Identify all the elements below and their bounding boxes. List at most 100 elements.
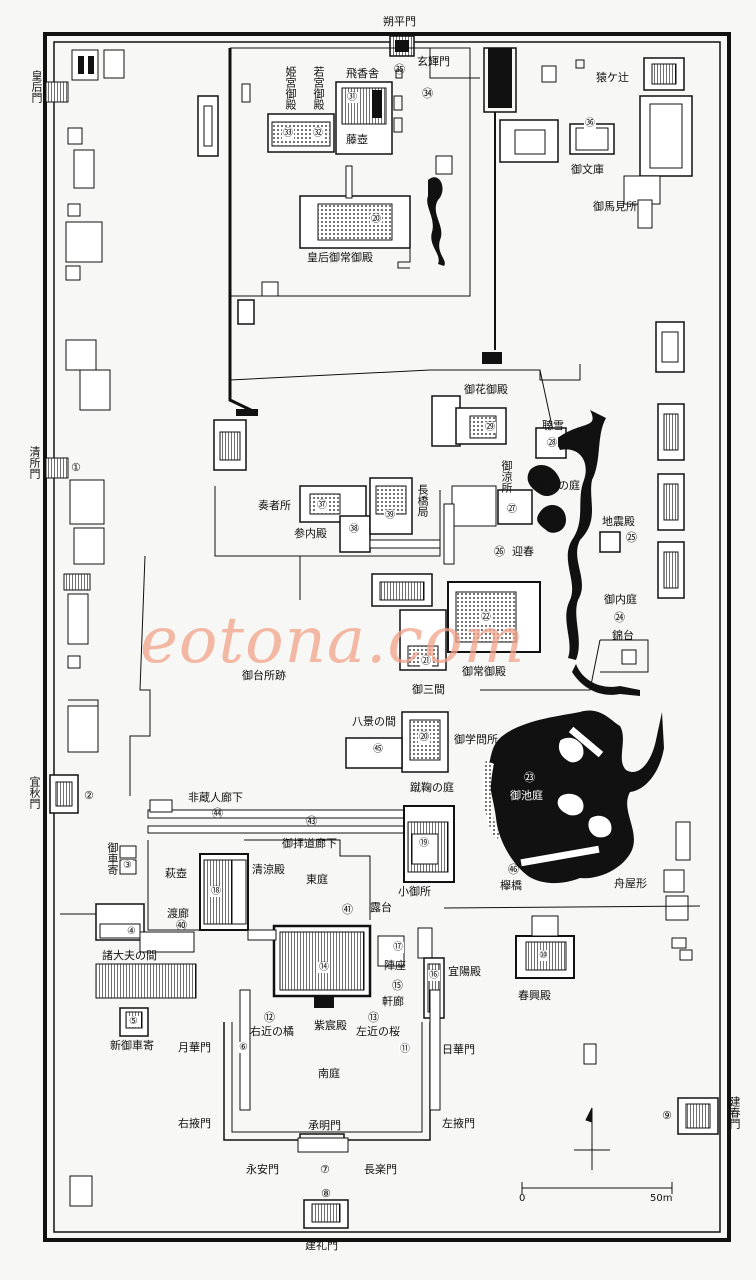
label-obunko: 御文庫 xyxy=(571,163,604,176)
label-jishin: 地震殿 xyxy=(602,515,635,528)
marker-1: ① xyxy=(71,461,81,474)
marker-6: ⑥ xyxy=(238,1042,249,1053)
label-fujitsubo: 藤壺 xyxy=(346,133,368,146)
marker-3: ③ xyxy=(122,860,133,871)
marker-16: ⑯ xyxy=(428,970,440,981)
marker-13: ⑬ xyxy=(368,1011,379,1024)
label-shodaibu: 諸大夫の間 xyxy=(102,949,157,962)
marker-24: ㉔ xyxy=(614,611,625,624)
label-ohana: 御花御殿 xyxy=(464,383,508,396)
label-oryo: 御涼所 xyxy=(500,460,513,493)
gate-north: 朔平門 xyxy=(383,15,416,28)
marker-23: ㉓ xyxy=(524,771,535,784)
scale-zero: 0 xyxy=(519,1193,526,1204)
label-shin-okuruma: 新御車寄 xyxy=(110,1039,154,1052)
label-seiryoden: 清涼殿 xyxy=(252,863,285,876)
label-ukon: 右近の橘 xyxy=(250,1025,294,1038)
label-funeyagata: 舟屋形 xyxy=(614,877,647,890)
marker-8: ⑧ xyxy=(321,1187,331,1200)
marker-33: ㉝ xyxy=(282,128,294,139)
marker-22: ㉒ xyxy=(480,612,492,623)
label-kemari: 蹴鞠の庭 xyxy=(410,781,454,794)
marker-25: ㉕ xyxy=(626,531,637,544)
label-kogo-tsune: 皇后御常御殿 xyxy=(307,251,373,264)
label-ogakumon: 御学問所 xyxy=(454,733,498,746)
gate-eian: 永安門 xyxy=(246,1163,279,1176)
marker-11: ⑪ xyxy=(399,1044,411,1055)
marker-12: ⑫ xyxy=(264,1011,275,1024)
gate-kogo: 皇后門 xyxy=(30,70,43,103)
marker-34: ㉞ xyxy=(422,87,433,100)
label-shishinden: 紫宸殿 xyxy=(314,1019,347,1032)
label-ochitei: 御池庭 xyxy=(510,789,543,802)
label-odaidokoro: 御台所跡 xyxy=(242,669,286,682)
label-jinza: 陣座 xyxy=(384,959,406,972)
label-nantei: 南庭 xyxy=(318,1067,340,1080)
label-ryusen: 竜泉の庭 xyxy=(536,479,580,492)
marker-37: ㊲ xyxy=(316,500,328,511)
marker-41: ㊶ xyxy=(342,903,353,916)
marker-9: ⑨ xyxy=(662,1109,672,1122)
label-hagitsubo: 萩壺 xyxy=(165,867,187,880)
label-ohaimichi: 御拝道廊下 xyxy=(282,837,337,850)
marker-20-upper: ⑳ xyxy=(370,214,382,225)
marker-40: ㊵ xyxy=(176,919,187,932)
label-wakamiya: 若宮御殿 xyxy=(312,66,325,110)
marker-19: ⑲ xyxy=(418,838,430,849)
label-sarugatsuji: 猿ケ辻 xyxy=(596,71,629,84)
marker-20-lower: ⑳ xyxy=(418,732,430,743)
gate-ukaku: 右掖門 xyxy=(178,1117,211,1130)
gate-seisho: 清所門 xyxy=(28,446,41,479)
marker-46: ㊻ xyxy=(508,863,519,876)
marker-44: ㊹ xyxy=(212,807,223,820)
gate-gishu: 宜秋門 xyxy=(28,776,41,809)
label-hakkei: 八景の間 xyxy=(352,715,396,728)
label-shunkoden: 春興殿 xyxy=(518,989,551,1002)
label-higyosha: 飛香舎 xyxy=(346,67,379,80)
marker-35: ㉟ xyxy=(394,63,405,76)
marker-10: ⑩ xyxy=(538,950,549,961)
gate-kenrei: 建礼門 xyxy=(305,1239,338,1252)
scale-bar xyxy=(521,1182,673,1194)
marker-17: ⑰ xyxy=(392,942,404,953)
marker-21: ㉑ xyxy=(420,656,432,667)
marker-7: ⑦ xyxy=(320,1163,330,1176)
watermark: eotona.com xyxy=(140,604,526,678)
label-sakon: 左近の桜 xyxy=(356,1025,400,1038)
marker-38: ㊳ xyxy=(348,524,360,535)
marker-43: ㊸ xyxy=(306,815,317,828)
scale-fifty: 50m xyxy=(650,1193,673,1204)
outer-wall xyxy=(43,32,731,1242)
label-sannai: 参内殿 xyxy=(294,527,327,540)
label-higashiniwa: 東庭 xyxy=(306,873,328,886)
label-keyaki: 欅橋 xyxy=(500,879,522,892)
marker-5: ⑤ xyxy=(128,1016,139,1027)
label-watarirou: 渡廊 xyxy=(167,907,189,920)
label-nagahashi: 長橋局 xyxy=(416,484,429,517)
marker-31: ㉛ xyxy=(346,92,358,103)
label-sosha: 奏者所 xyxy=(258,499,291,512)
label-kenro: 軒廊 xyxy=(382,995,404,1008)
gate-sakaku: 左掖門 xyxy=(442,1117,475,1130)
label-rodai: 露台 xyxy=(370,901,392,914)
label-kogosho: 小御所 xyxy=(398,885,431,898)
gate-choraku: 長楽門 xyxy=(364,1163,397,1176)
marker-14: ⑭ xyxy=(318,962,330,973)
label-okuruma: 御車寄 xyxy=(106,842,119,875)
marker-2: ② xyxy=(84,789,94,802)
gate-kenshun: 建春門 xyxy=(728,1096,741,1129)
gate-shomei: 承明門 xyxy=(308,1119,341,1132)
marker-28: ㉘ xyxy=(546,438,558,449)
kogo-gate xyxy=(45,81,69,103)
label-osanma: 御三間 xyxy=(412,683,445,696)
label-geishun: 迎春 xyxy=(512,545,534,558)
marker-39: ㊴ xyxy=(384,510,396,521)
gate-gekka: 月華門 xyxy=(178,1041,211,1054)
label-onaitei: 御内庭 xyxy=(604,593,637,606)
hikurando-corridor xyxy=(147,809,421,819)
marker-36: ㊱ xyxy=(584,118,596,129)
label-hikurando: 非蔵人廊下 xyxy=(188,791,243,804)
label-nishikidai: 錦台 xyxy=(612,629,634,642)
